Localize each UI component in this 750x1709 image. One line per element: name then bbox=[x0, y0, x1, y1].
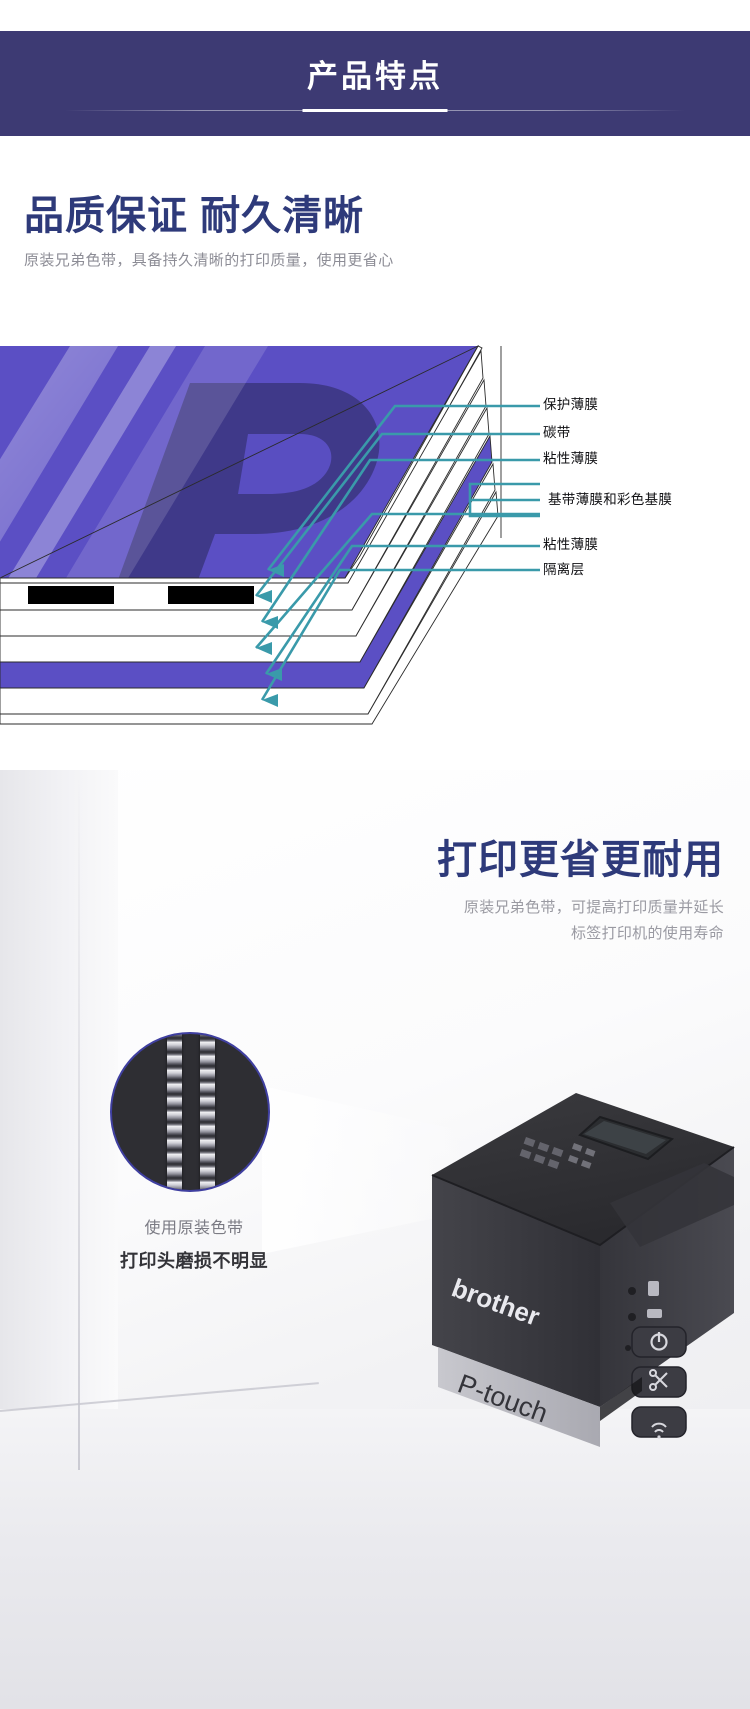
section1-subtitle: 原装兄弟色带，具备持久清晰的打印质量，使用更省心 bbox=[24, 251, 394, 269]
diagram-label-adhesive-film-lower: 粘性薄膜 bbox=[543, 537, 599, 552]
print-head-element-row-2 bbox=[200, 1034, 215, 1190]
scene-floor bbox=[0, 1409, 750, 1709]
power-icon bbox=[650, 1332, 668, 1351]
wifi-icon bbox=[651, 1422, 667, 1439]
leader-arrowheads bbox=[256, 564, 284, 707]
print-mark-1 bbox=[28, 586, 114, 604]
section-banner: 产品特点 bbox=[0, 31, 750, 136]
diagram-label-adhesive-film-upper: 粘性薄膜 bbox=[543, 451, 599, 466]
wifi-button[interactable] bbox=[631, 1406, 687, 1439]
banner-divider bbox=[65, 109, 685, 112]
printer-scene bbox=[0, 770, 750, 1709]
print-head-magnifier bbox=[110, 1032, 270, 1192]
tape-layer-diagram: 保护薄膜 碳带 粘性薄膜 基带薄膜和彩色基膜 粘性薄膜 隔离层 bbox=[0, 338, 750, 728]
diagram-label-protective-film: 保护薄膜 bbox=[543, 397, 599, 412]
base-film-bracket bbox=[468, 482, 540, 518]
indicator-led-2 bbox=[628, 1313, 636, 1321]
section2-heading-block: 打印更省更耐用 原装兄弟色带，可提高打印质量并延长 标签打印机的使用寿命 bbox=[437, 838, 724, 947]
printer-rear-cover bbox=[610, 1163, 734, 1247]
tape-diagram-svg bbox=[0, 344, 540, 725]
diagram-label-base-and-color-film: 基带薄膜和彩色基膜 bbox=[548, 492, 673, 507]
diagram-label-carbon-ribbon: 碳带 bbox=[543, 425, 571, 440]
section2-subtitle-line1: 原装兄弟色带，可提高打印质量并延长 bbox=[463, 898, 724, 916]
indicator-led-1 bbox=[628, 1287, 636, 1295]
section1-title: 品质保证 耐久清晰 bbox=[24, 194, 365, 238]
scene-corner-line bbox=[78, 770, 80, 1470]
section1-heading-block: 品质保证 耐久清晰 原装兄弟色带，具备持久清晰的打印质量，使用更省心 bbox=[24, 194, 394, 272]
divider-bright-segment bbox=[302, 109, 448, 112]
tape-exit-slot bbox=[600, 1377, 642, 1421]
caption-line-1: 使用原装色带 bbox=[144, 1220, 244, 1237]
leader-arrows bbox=[254, 404, 540, 701]
section2-subtitle-line2: 标签打印机的使用寿命 bbox=[570, 925, 724, 943]
printed-label-tape bbox=[438, 1347, 600, 1447]
printer-keypad-texture bbox=[519, 1137, 564, 1169]
label-printer-device: brother P-touch bbox=[404, 1055, 750, 1475]
magnifier-caption: 使用原装色带 打印头磨损不明显 bbox=[64, 1214, 324, 1273]
caption-line-2: 打印头磨损不明显 bbox=[120, 1251, 268, 1271]
printer-front-face bbox=[432, 1175, 600, 1407]
section2-title: 打印更省更耐用 bbox=[437, 838, 724, 882]
battery-indicator-icon bbox=[647, 1309, 662, 1318]
layer-carbon-ribbon bbox=[0, 349, 484, 611]
print-head-element-row-1 bbox=[167, 1034, 182, 1190]
printer-svg: brother P-touch bbox=[431, 1093, 735, 1447]
printer-top-lid bbox=[432, 1093, 734, 1245]
diagram-label-release-liner: 隔离层 bbox=[543, 562, 585, 577]
banner-title: 产品特点 bbox=[307, 59, 443, 94]
printer-control-panel bbox=[625, 1281, 687, 1439]
layer-adhesive-film-lower bbox=[0, 462, 496, 715]
print-mark-2 bbox=[168, 586, 254, 604]
power-button[interactable] bbox=[625, 1326, 687, 1358]
cut-button[interactable] bbox=[631, 1366, 687, 1398]
cut-icon bbox=[649, 1369, 668, 1391]
layer-color-base-film bbox=[0, 434, 493, 689]
lcd-glass bbox=[584, 1121, 666, 1154]
label-indicator-icon bbox=[648, 1281, 659, 1296]
section2-subtitle: 原装兄弟色带，可提高打印质量并延长 标签打印机的使用寿命 bbox=[437, 895, 724, 948]
